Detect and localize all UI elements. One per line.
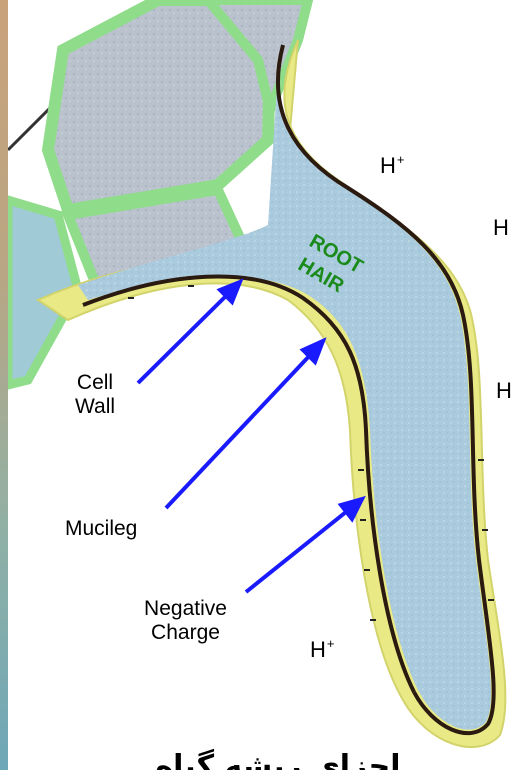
negative-charge-label-line1: Negative [118, 597, 253, 621]
mucilage-label: Mucileg [65, 517, 137, 541]
negative-charge-label: Negative Charge [118, 597, 253, 645]
cell-wall-label-line2: Wall [50, 395, 140, 419]
negative-charge-label-line2: Charge [118, 621, 253, 645]
ion-label-top: H+ [380, 148, 404, 178]
arrow-cell-wall [138, 292, 230, 383]
figure-caption: اجزاي ريشه گياه [128, 750, 428, 770]
diagram-canvas: ROOT HAIR H+ H H H+ Cell Wall Mucileg Ne… [8, 0, 511, 770]
epidermal-cells [8, 0, 308, 385]
arrow-negative-charge [246, 508, 351, 592]
ion-label-bottom: H+ [310, 632, 334, 662]
ion-label-right-mid: H [496, 373, 511, 403]
arrow-mucilage [166, 352, 313, 508]
ion-label-right-top: H [493, 210, 510, 240]
cell-wall-label: Cell Wall [50, 371, 140, 419]
cell-wall-label-line1: Cell [50, 371, 140, 395]
